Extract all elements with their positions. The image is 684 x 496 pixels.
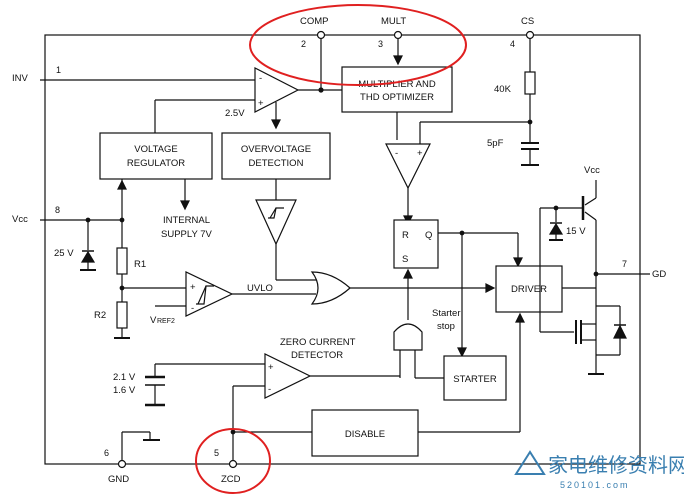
uvlo-label: UVLO — [247, 283, 273, 294]
error-amp-plus: + — [258, 98, 264, 109]
pin-mult: MULT 3 — [378, 16, 406, 66]
error-amp-minus: - — [259, 73, 262, 84]
watermark-brand: 家电维修资料网 — [548, 453, 684, 477]
starter-block — [443, 355, 507, 401]
ref-2v5-label: 2.5V — [225, 108, 245, 119]
ovp-buffer — [255, 179, 316, 281]
pin-gnd-number: 6 — [104, 448, 109, 458]
output-stage: Vcc 15 V — [539, 165, 627, 375]
ff-s-label: S — [402, 254, 408, 265]
pin-inv: INV 1 — [12, 65, 255, 84]
pin-zcd-number: 5 — [214, 448, 219, 458]
pin-zcd: ZCD 5 — [214, 386, 312, 485]
voltage-regulator-line2: REGULATOR — [127, 158, 185, 169]
zcd-threshold-low: 1.6 V — [113, 385, 136, 396]
vref2-label: V — [150, 315, 157, 326]
pin-vcc-label: Vcc — [12, 214, 28, 225]
vcc-divider: 25 V R1 R2 — [54, 179, 186, 339]
pin-comp-label: COMP — [300, 16, 329, 27]
driver-label: DRIVER — [511, 284, 547, 295]
resistor-40k-label: 40K — [494, 84, 512, 95]
pwm-comp-plus: + — [417, 148, 423, 159]
pin-inv-number: 1 — [56, 65, 61, 75]
r1-label: R1 — [134, 259, 146, 270]
or-gate — [310, 271, 496, 305]
overvoltage-block — [221, 132, 331, 180]
voltage-regulator-line1: VOLTAGE — [134, 144, 177, 155]
pin-gd: GD 7 — [596, 259, 666, 280]
ff-r-label: R — [402, 230, 409, 241]
pin-inv-label: INV — [12, 73, 29, 84]
voltage-regulator-block — [99, 132, 213, 180]
pin-gd-number: 7 — [622, 259, 627, 269]
highlight-zcd — [195, 428, 271, 494]
pin-mult-label: MULT — [381, 16, 406, 27]
pin-comp-number: 2 — [301, 39, 306, 49]
uvlo-comp-minus: - — [191, 303, 194, 314]
uvlo-comparator: + - V REF2 UVLO — [150, 271, 316, 326]
pin-gnd-label: GND — [108, 474, 129, 485]
internal-supply-line1: INTERNAL — [163, 215, 210, 226]
zcd-title-line2: DETECTOR — [291, 350, 343, 361]
zcd-threshold-high: 2.1 V — [113, 372, 136, 383]
starter-stop-line2: stop — [437, 321, 455, 332]
and-gate — [393, 268, 444, 379]
watermark: 家电维修资料网 520101.com — [514, 450, 684, 490]
zero-current-detector: ZERO CURRENT DETECTOR + - 2.1 V 1.6 V — [113, 337, 400, 407]
error-amplifier: - + 2.5V — [154, 67, 342, 133]
overvoltage-line2: DETECTION — [249, 158, 304, 169]
ic-outline — [44, 34, 641, 465]
zcd-comp-plus: + — [268, 362, 274, 373]
pin-zcd-label: ZCD — [221, 474, 241, 485]
capacitor-5pf-label: 5pF — [487, 138, 504, 149]
multiplier-label-line2: THD OPTIMIZER — [360, 92, 434, 103]
highlight-comp-mult — [249, 4, 467, 86]
starter-stop-line1: Starter — [432, 308, 461, 319]
multiplier-label-line1: MULTIPLIER AND — [358, 79, 436, 90]
pin-mult-number: 3 — [378, 39, 383, 49]
pwm-comparator: - + — [385, 122, 431, 226]
pin-cs-number: 4 — [510, 39, 515, 49]
pin-cs-label: CS — [521, 16, 534, 27]
pin-gnd: GND 6 — [104, 431, 160, 485]
pin-vcc: Vcc 8 — [12, 205, 122, 225]
pin-comp: COMP 2 — [300, 16, 329, 90]
zener-15v-label: 15 V — [566, 226, 586, 237]
pin-vcc-number: 8 — [55, 205, 60, 215]
zcd-comp-minus: - — [268, 384, 271, 395]
uvlo-comp-plus: + — [190, 282, 196, 293]
ff-q-label: Q — [425, 230, 432, 241]
vcc-out-label: Vcc — [584, 165, 600, 176]
zcd-title-line1: ZERO CURRENT — [280, 337, 356, 348]
zener-25v-label: 25 V — [54, 248, 74, 259]
vref2-sub-label: REF2 — [157, 318, 175, 325]
disable-label: DISABLE — [345, 429, 385, 440]
r2-label: R2 — [94, 310, 106, 321]
watermark-url: 520101.com — [560, 480, 630, 490]
internal-supply-line2: SUPPLY 7V — [161, 229, 213, 240]
disable-block — [311, 409, 419, 457]
overvoltage-line1: OVERVOLTAGE — [241, 144, 311, 155]
driver-block — [495, 265, 563, 313]
starter-label: STARTER — [453, 374, 497, 385]
pin-gd-label: GD — [652, 269, 666, 280]
pin-cs: CS 4 40K 5pF — [420, 16, 539, 166]
pwm-comp-minus: - — [395, 148, 398, 159]
rs-flipflop: R S Q Starter stop — [393, 219, 523, 358]
